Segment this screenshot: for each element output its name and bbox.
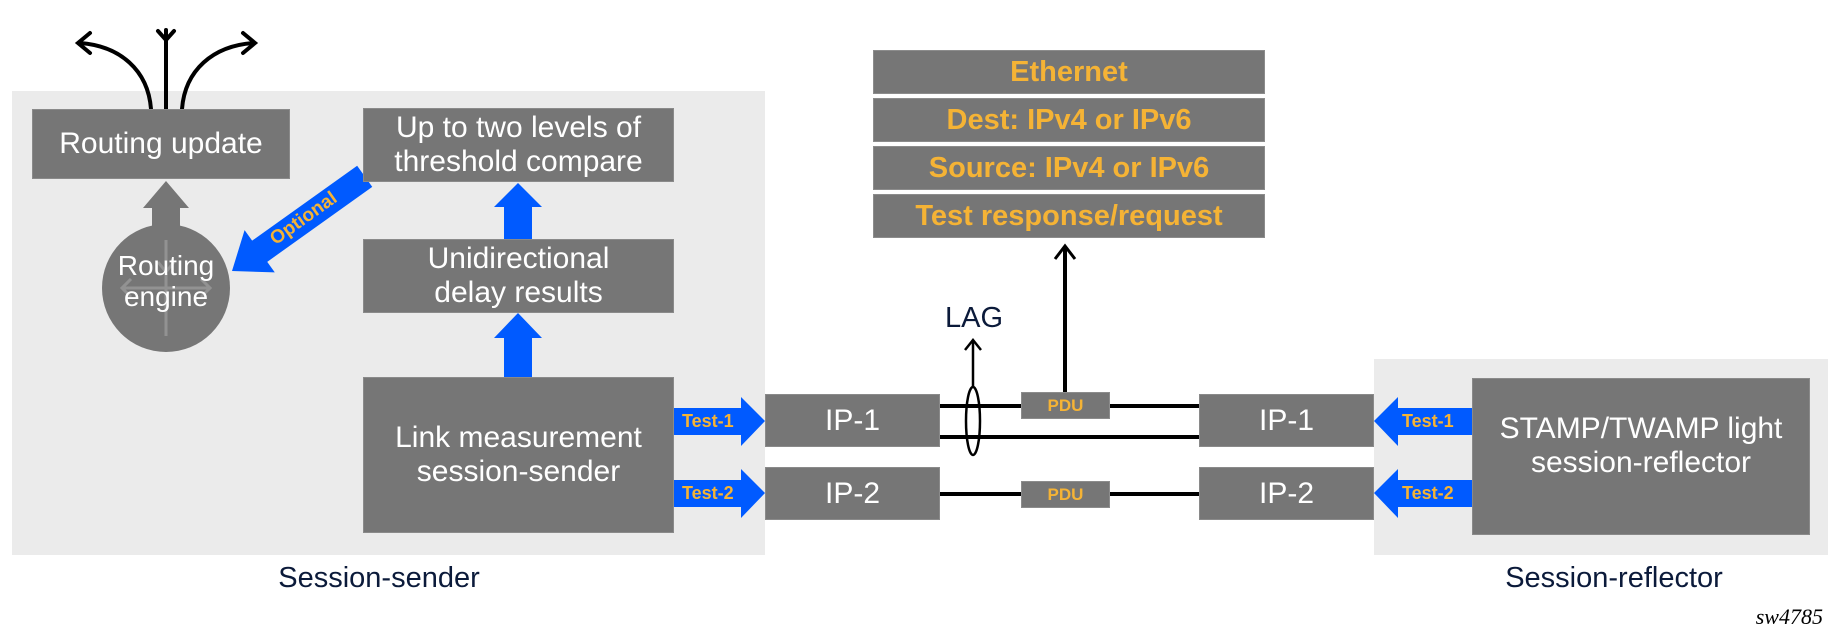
right-ip2-box: IP-2 (1199, 467, 1374, 520)
reflector-box-label: STAMP/TWAMP light session-reflector (1499, 411, 1783, 479)
sender-test1-label: Test-1 (682, 411, 734, 431)
packet-row-dest: Dest: IPv4 or IPv6 (873, 98, 1265, 142)
sender-test2-label: Test-2 (682, 483, 734, 503)
link-measurement-box: Link measurement session-sender (363, 377, 674, 533)
delay-results-label: Unidirectional delay results (427, 242, 610, 309)
reflector-test1-arrow (1374, 397, 1472, 446)
delay-to-threshold-arrow (494, 183, 542, 239)
packet-row-source: Source: IPv4 or IPv6 (873, 146, 1265, 190)
packet-row-label: Source: IPv4 or IPv6 (928, 151, 1210, 184)
right-ip2-label: IP-2 (1258, 476, 1315, 510)
packet-row-label: Test response/request (915, 199, 1223, 232)
pdu-to-packet-arrow (1053, 243, 1077, 392)
routing-engine-icon (102, 224, 230, 352)
routing-engine-label: Routing engine (117, 250, 215, 312)
link-measurement-label: Link measurement session-sender (395, 421, 642, 488)
pdu2-box: PDU (1021, 481, 1110, 508)
packet-row-label: Ethernet (1010, 55, 1128, 88)
sender-to-delay-arrow (494, 313, 542, 377)
reflector-test1-label: Test-1 (1402, 411, 1454, 431)
left-ip1-label: IP-1 (824, 403, 881, 437)
right-ip1-box: IP-1 (1199, 394, 1374, 447)
lag-bundle-icon (964, 337, 982, 457)
pdu1-box: PDU (1021, 392, 1110, 419)
reflector-test2-label: Test-2 (1402, 483, 1454, 503)
threshold-compare-box: Up to two levels of threshold compare (363, 108, 674, 182)
pdu1-label: PDU (1047, 395, 1084, 415)
left-ip2-box: IP-2 (765, 467, 940, 520)
sender-test2-arrow (674, 469, 765, 518)
session-reflector-caption: Session-reflector (1505, 562, 1723, 594)
packet-stack: Ethernet Dest: IPv4 or IPv6 Source: IPv4… (873, 50, 1265, 238)
figure-id: sw4785 (1755, 604, 1823, 629)
left-ip2-label: IP-2 (824, 476, 881, 510)
routing-fanout-arrows-icon (74, 28, 259, 111)
sender-test1-arrow (674, 397, 765, 446)
packet-row-label: Dest: IPv4 or IPv6 (946, 103, 1192, 136)
routing-update-label: Routing update (59, 127, 263, 161)
stamp-twamp-reflector-box: STAMP/TWAMP light session-reflector (1472, 378, 1810, 535)
lag-label: LAG (944, 302, 1004, 334)
left-ip1-box: IP-1 (765, 394, 940, 447)
pdu2-label: PDU (1047, 484, 1084, 504)
optional-arrow (232, 165, 373, 273)
reflector-test2-arrow (1374, 469, 1472, 518)
session-sender-caption: Session-sender (278, 562, 480, 594)
packet-row-test: Test response/request (873, 194, 1265, 238)
right-ip1-label: IP-1 (1258, 403, 1315, 437)
link-lines (940, 404, 1199, 496)
threshold-compare-label: Up to two levels of threshold compare (394, 111, 643, 178)
delay-results-box: Unidirectional delay results (363, 239, 674, 313)
routing-update-box: Routing update (32, 109, 290, 179)
packet-row-ethernet: Ethernet (873, 50, 1265, 94)
